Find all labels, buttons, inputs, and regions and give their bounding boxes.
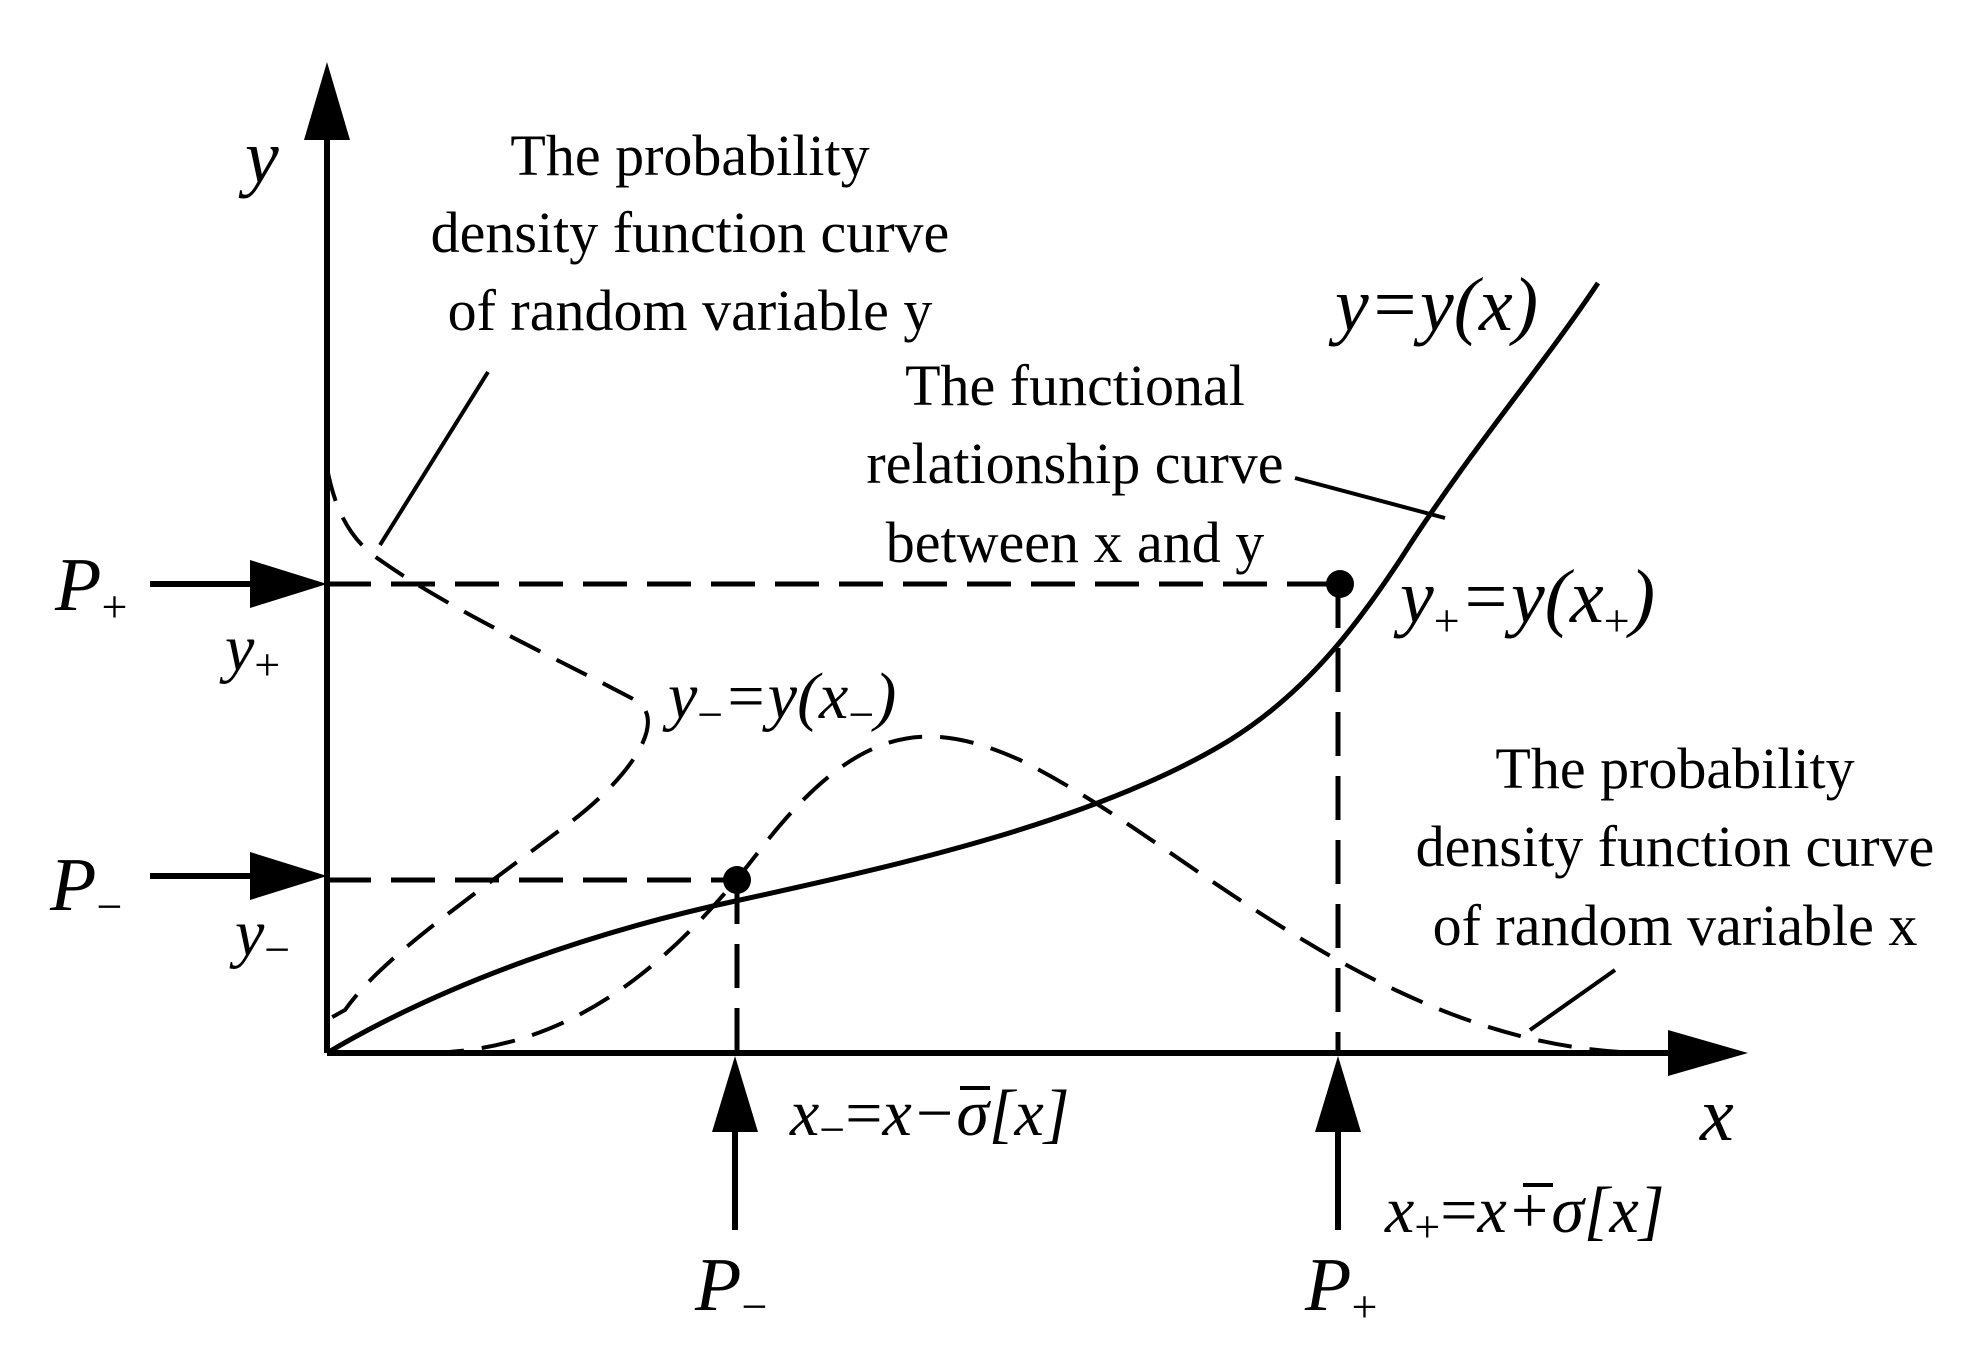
pdf-x-leader <box>1528 968 1617 1032</box>
function-desc-line3: between x and y <box>886 510 1264 575</box>
point-minus <box>723 866 751 894</box>
pdf-y-leader <box>378 370 490 547</box>
pdf-y-curve <box>325 467 650 1022</box>
pdf-y-desc-line2: density function curve <box>431 200 950 265</box>
function-desc-line1: The functional <box>905 353 1245 418</box>
function-label: y=y(x) <box>1328 263 1538 347</box>
function-desc-line2: relationship curve <box>866 431 1283 496</box>
p-plus-bottom-arrowhead <box>1315 1056 1361 1132</box>
p-plus-bottom-label: P+ <box>1304 1243 1377 1332</box>
x-axis-arrowhead <box>1668 1030 1748 1076</box>
pdf-x-desc-line1: The probability <box>1495 736 1854 801</box>
y-minus-equation: y−=y(x−) <box>662 660 896 740</box>
p-minus-bottom-label: P− <box>694 1243 767 1332</box>
pdf-y-desc-line3: of random variable y <box>448 278 933 343</box>
pdf-x-curve <box>429 734 1641 1055</box>
y-plus-label: y+ <box>219 612 280 690</box>
point-plus <box>1326 570 1354 598</box>
p-minus-left-label: P− <box>49 843 122 932</box>
y-axis-label: y <box>238 115 279 199</box>
p-plus-left-label: P+ <box>54 543 127 632</box>
p-minus-bottom-arrowhead <box>712 1056 758 1132</box>
x-plus-equation: x+=x+σ[x] <box>1384 1174 1665 1252</box>
function-leader <box>1294 476 1446 520</box>
x-minus-equation: x−=x−σ[x] <box>789 1077 1070 1155</box>
pdf-x-desc-line3: of random variable x <box>1433 893 1918 958</box>
y-axis-arrowhead <box>304 62 350 140</box>
pdf-x-desc-line2: density function curve <box>1416 814 1935 879</box>
x-axis-label: x <box>1699 1073 1734 1157</box>
p-minus-left-arrowhead <box>250 852 327 900</box>
p-plus-left-arrowhead <box>250 560 327 608</box>
function-curve <box>325 281 1601 1056</box>
pdf-y-desc-line1: The probability <box>510 123 869 188</box>
y-minus-label: y− <box>229 897 290 975</box>
y-plus-equation: y+=y(x+) <box>1393 555 1655 646</box>
